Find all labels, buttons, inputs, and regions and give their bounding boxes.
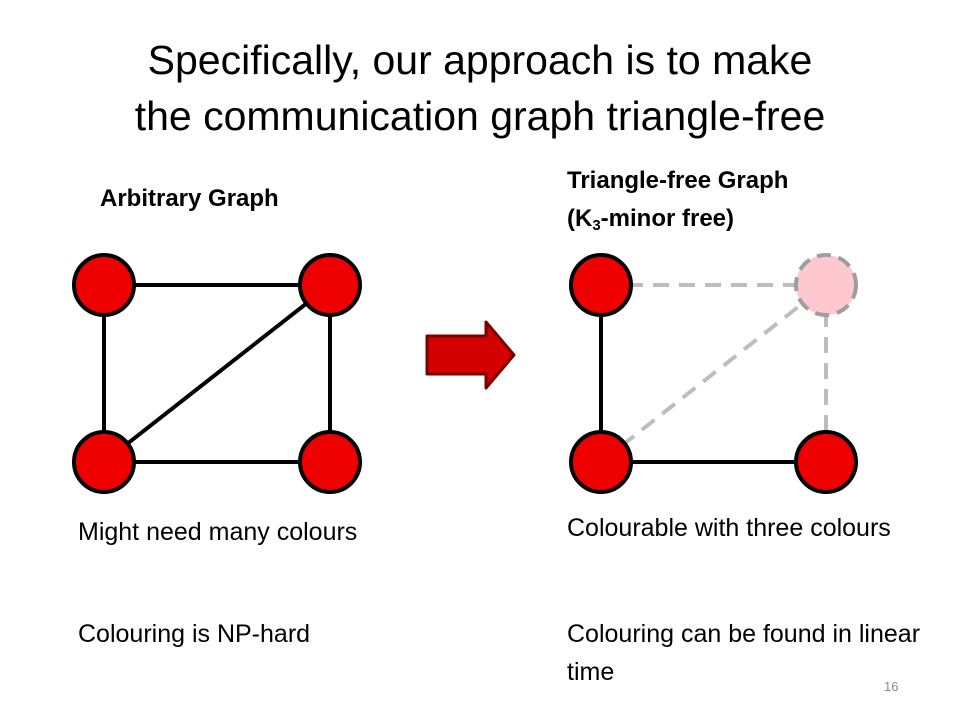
- triangle-free-graph: [569, 253, 858, 494]
- right-heading: Triangle-free Graph (K3-minor free): [567, 162, 788, 245]
- right-heading-line-2: (K3-minor free): [567, 200, 788, 245]
- arbitrary-graph: [72, 253, 362, 494]
- removed-node-top-right: [794, 253, 858, 317]
- title-line-2: the communication graph triangle-free: [134, 93, 826, 139]
- left-caption-1: Might need many colours: [78, 518, 358, 546]
- right-arrow-icon: [425, 320, 516, 390]
- heading-subscript: 3: [592, 217, 601, 234]
- node-top-left: [569, 253, 633, 317]
- page-number: 16: [884, 679, 899, 694]
- node-bottom-left: [72, 430, 136, 494]
- left-caption-2: Colouring is NP-hard: [78, 620, 311, 648]
- node-top-left: [72, 253, 136, 317]
- node-bottom-right: [298, 430, 362, 494]
- right-caption-2: Colouring can be found in linear time: [567, 620, 921, 686]
- removed-edge-diagonal: [599, 283, 828, 464]
- slide-title: Specifically, our approach is to make th…: [0, 32, 960, 144]
- heading-prefix: (K: [567, 205, 593, 232]
- node-top-right: [298, 253, 362, 317]
- heading-suffix: -minor free): [600, 205, 735, 232]
- node-bottom-right: [794, 430, 858, 494]
- right-heading-line-1: Triangle-free Graph: [567, 167, 789, 194]
- left-heading: Arbitrary Graph: [100, 185, 279, 212]
- edge-diagonal: [102, 283, 332, 464]
- node-bottom-left: [569, 430, 633, 494]
- right-caption-1: Colourable with three colours: [567, 514, 891, 542]
- title-line-1: Specifically, our approach is to make: [147, 37, 813, 83]
